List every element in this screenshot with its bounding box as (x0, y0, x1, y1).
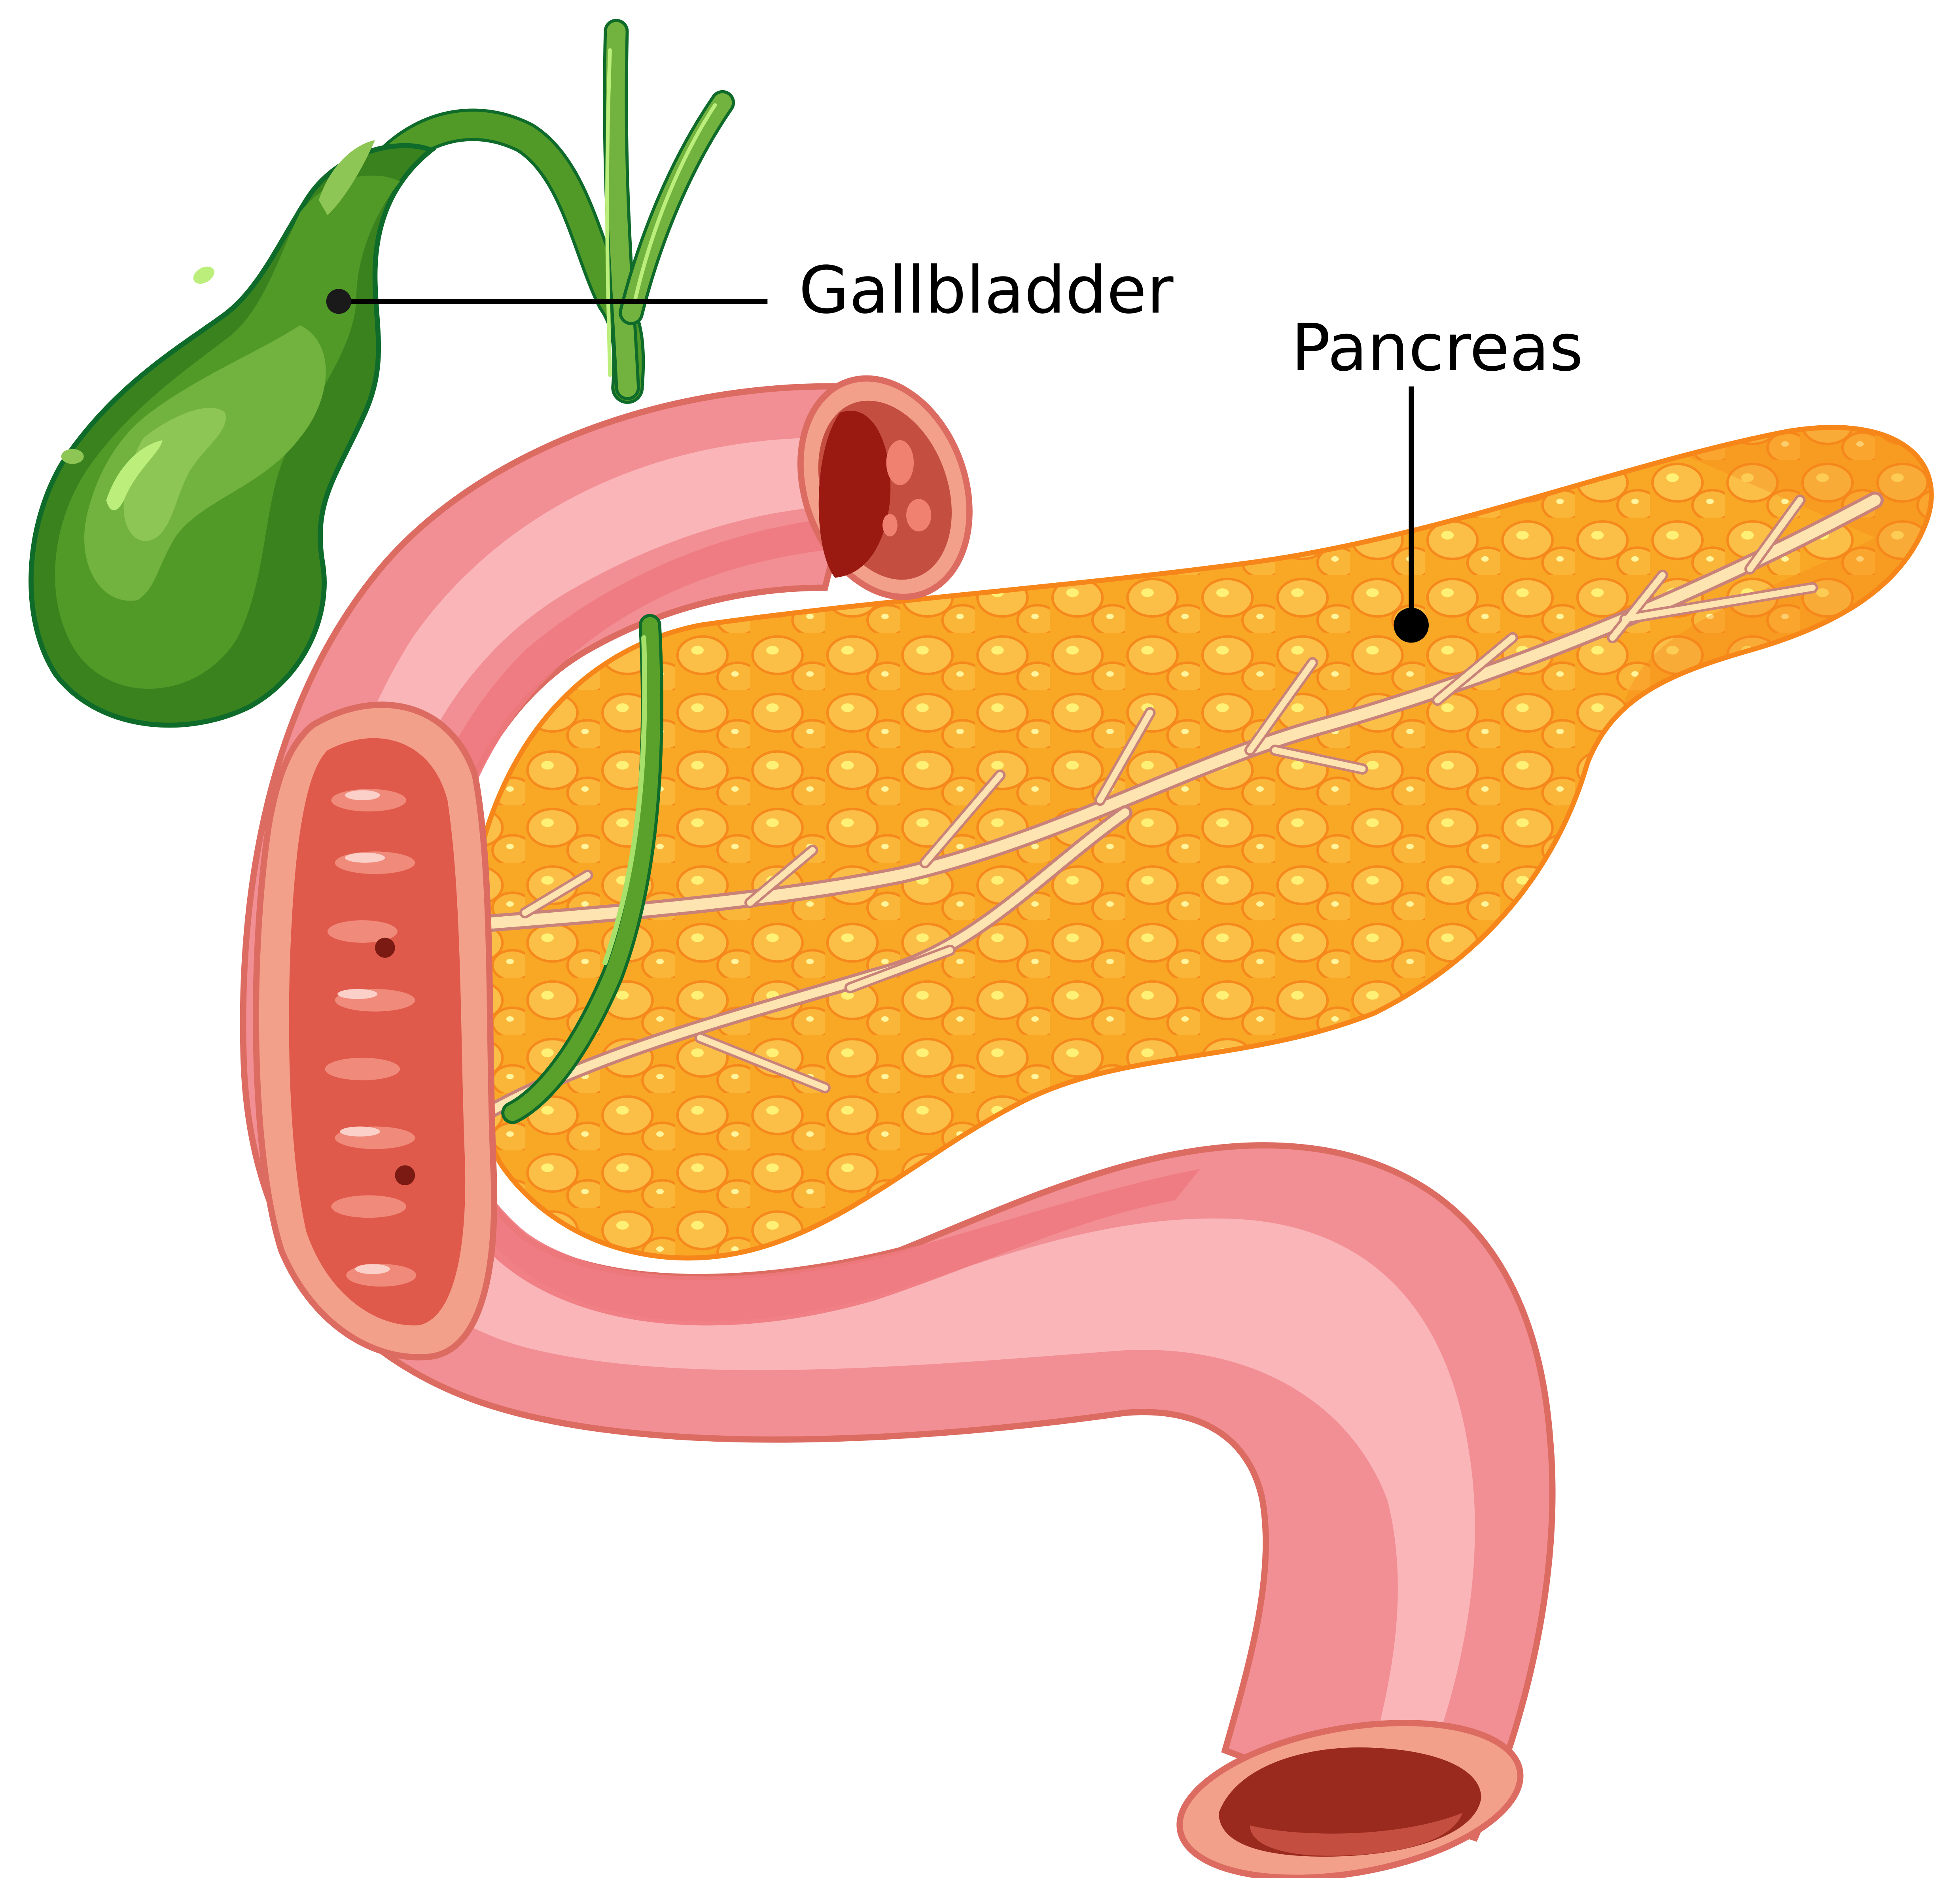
pancreas-callout: Pancreas (1291, 310, 1583, 643)
pancreas-pointer-dot (1394, 608, 1429, 643)
common-bile-duct (501, 614, 664, 1124)
duodenum-bottom-opening (1176, 1720, 1524, 1878)
gallbladder-pointer-dot (326, 289, 351, 314)
pancreatic-duct (454, 491, 1884, 1120)
gallbladder-callout: Gallbladder (326, 252, 1174, 328)
duodenum-cutaway (253, 701, 498, 1361)
duodenum-top-opening (797, 375, 973, 600)
duodenum (240, 375, 1556, 1878)
pancreas-label: Pancreas (1291, 310, 1583, 386)
gallbladder-label: Gallbladder (799, 252, 1174, 328)
gallbladder (28, 19, 735, 728)
